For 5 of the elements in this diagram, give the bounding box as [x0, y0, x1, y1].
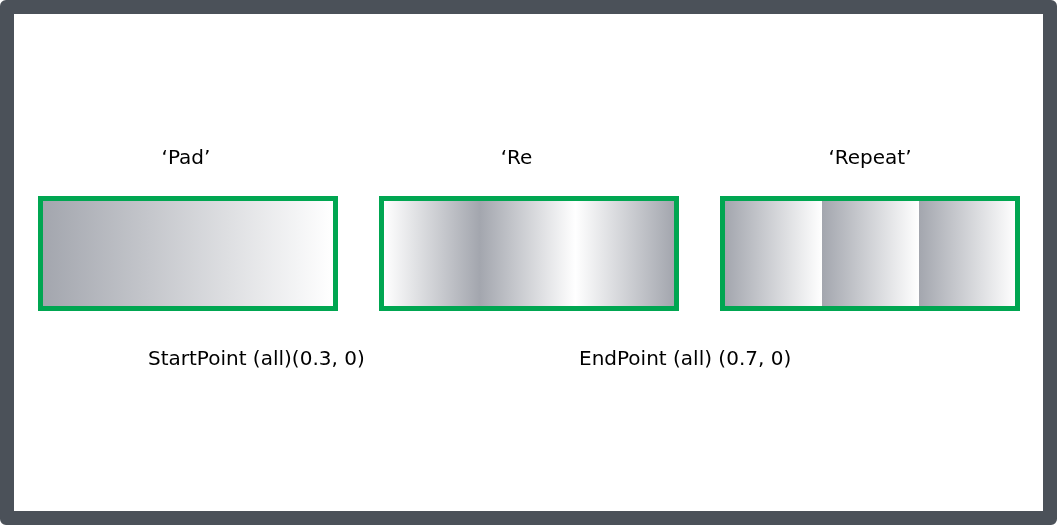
- box-heading: ‘Pad’: [161, 145, 211, 169]
- point-label: StartPoint (all)(0.3, 0): [148, 346, 365, 370]
- box-heading: ‘Repeat’: [828, 145, 912, 169]
- box-heading: ‘Re: [500, 145, 533, 169]
- point-label: EndPoint (all) (0.7, 0): [579, 346, 792, 370]
